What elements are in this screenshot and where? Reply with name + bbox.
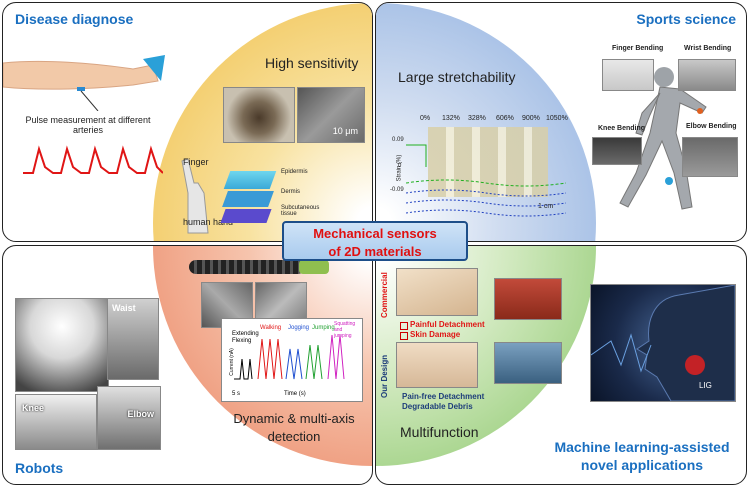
good-label-1: Pain-free Detachment <box>402 392 485 401</box>
bad-label-2: Skin Damage <box>410 330 461 339</box>
waist-photo: Waist <box>107 298 159 380</box>
elbow-photo: Elbow <box>97 386 161 450</box>
lig-label: LIG <box>699 381 712 390</box>
design-photo-2 <box>494 342 562 384</box>
commercial-photo-1 <box>396 268 478 316</box>
center-title-box: Mechanical sensors of 2D materials <box>282 221 468 261</box>
center-line-2: of 2D materials <box>328 244 422 259</box>
finger-label: Finger <box>183 157 209 167</box>
knee-bending-label: Knee Bending <box>598 125 646 132</box>
center-line-1: Mechanical sensors <box>313 226 437 241</box>
strain-curves <box>406 144 566 217</box>
jumping-label: Jumping <box>312 325 335 331</box>
dermis-layer <box>222 191 274 207</box>
strain-label-1: 132% <box>442 115 460 122</box>
time-axis-label: Time (s) <box>284 391 306 397</box>
panel-title: Disease diagnose <box>15 11 134 27</box>
tick-mid: 0 <box>398 163 402 169</box>
panel-disease-diagnose: Disease diagnose Pulse measurement at di… <box>2 2 373 242</box>
commercial-label: Commercial <box>380 272 389 318</box>
panel-sports-science: Sports science Large stretchability 0% 1… <box>375 2 747 242</box>
fiber-sensor <box>189 260 305 274</box>
stretch-samples: 0% 132% 328% 606% 900% 1050% <box>398 115 568 203</box>
bad-checkbox-1 <box>400 322 408 330</box>
subcutaneous-label: Subcutaneous tissue <box>281 205 320 217</box>
extending-label: Extending Flexing <box>232 331 259 344</box>
jogging-label: Jogging <box>288 325 310 331</box>
elbow-bending-label: Elbow Bending <box>686 123 737 130</box>
high-sensitivity-title: High sensitivity <box>265 55 359 71</box>
spider-photo <box>223 87 295 143</box>
scale-bar-label: 1 cm <box>538 203 554 210</box>
robot-photo <box>15 298 109 392</box>
finger-bending-label: Finger Bending <box>612 45 664 52</box>
dynamic-title: Dynamic & multi-axis detection <box>233 411 355 444</box>
fiber-end <box>299 260 329 274</box>
wrist-bending-photo <box>678 59 736 91</box>
panel-title: Machine learning-assisted novel applicat… <box>554 439 730 473</box>
strain-label-4: 900% <box>522 115 540 122</box>
dermis-label: Dermis <box>281 189 300 195</box>
tick-bottom: -0.09 <box>390 187 404 193</box>
panel-title: Sports science <box>636 11 736 27</box>
panel-title: Robots <box>15 460 64 476</box>
large-stretchability-title: Large stretchability <box>398 69 516 85</box>
elbow-bending-photo <box>682 137 738 177</box>
hand-illustration <box>181 158 209 234</box>
sem-image: 10 μm <box>297 87 365 143</box>
knee-label: Knee <box>22 403 45 413</box>
elbow-label: Elbow <box>127 409 155 419</box>
bad-label-1: Painful Detachment <box>410 320 485 329</box>
stretch-strip <box>428 127 548 197</box>
bad-checkbox-2 <box>400 332 408 340</box>
face-silhouette <box>591 285 735 401</box>
pulse-waveform <box>23 145 163 174</box>
walking-label: Walking <box>260 325 282 331</box>
finger-bending-photo <box>602 59 654 91</box>
scale-bar-label: 10 μm <box>332 126 358 136</box>
time-scale-label: 5 s <box>232 391 241 397</box>
our-design-label: Our Design <box>380 354 389 398</box>
strain-label-3: 606% <box>496 115 514 122</box>
pulse-caption: Pulse measurement at different arteries <box>25 115 151 135</box>
ml-face-image: LIG <box>590 284 736 402</box>
strain-label-5: 1050% <box>546 115 568 122</box>
wrist-bending-label: Wrist Bending <box>684 45 732 52</box>
tick-top: 0.09 <box>392 137 404 143</box>
waist-label: Waist <box>112 303 136 313</box>
good-label-2: Degradable Debris <box>402 402 473 411</box>
motion-traces <box>234 334 345 380</box>
runner-figure <box>619 67 707 210</box>
design-photo-1 <box>396 342 478 388</box>
panel-multifunction: Commercial Painful Detachment Skin Damag… <box>375 245 747 485</box>
panel-robots: Waist Knee Elbow Robots Extending Flexin… <box>2 245 373 485</box>
strain-label-0: 0% <box>420 115 431 122</box>
motion-chart: Extending Flexing Walking Jogging Jumpin… <box>221 318 363 402</box>
commercial-photo-2 <box>494 278 562 320</box>
human-hand-label: human hand <box>183 217 234 227</box>
arm-illustration <box>3 55 165 111</box>
multifunction-title: Multifunction <box>400 424 479 440</box>
squatting-label: Squatting and jumping <box>334 321 356 339</box>
knee-photo: Knee <box>15 394 97 450</box>
epidermis-layer <box>223 171 277 189</box>
subcutaneous-layer <box>220 209 272 223</box>
epidermis-label: Epidermis <box>281 169 308 175</box>
strain-label-2: 328% <box>468 115 486 122</box>
current-axis-label: Current (nA) <box>228 348 235 376</box>
knee-bending-photo <box>592 137 642 165</box>
